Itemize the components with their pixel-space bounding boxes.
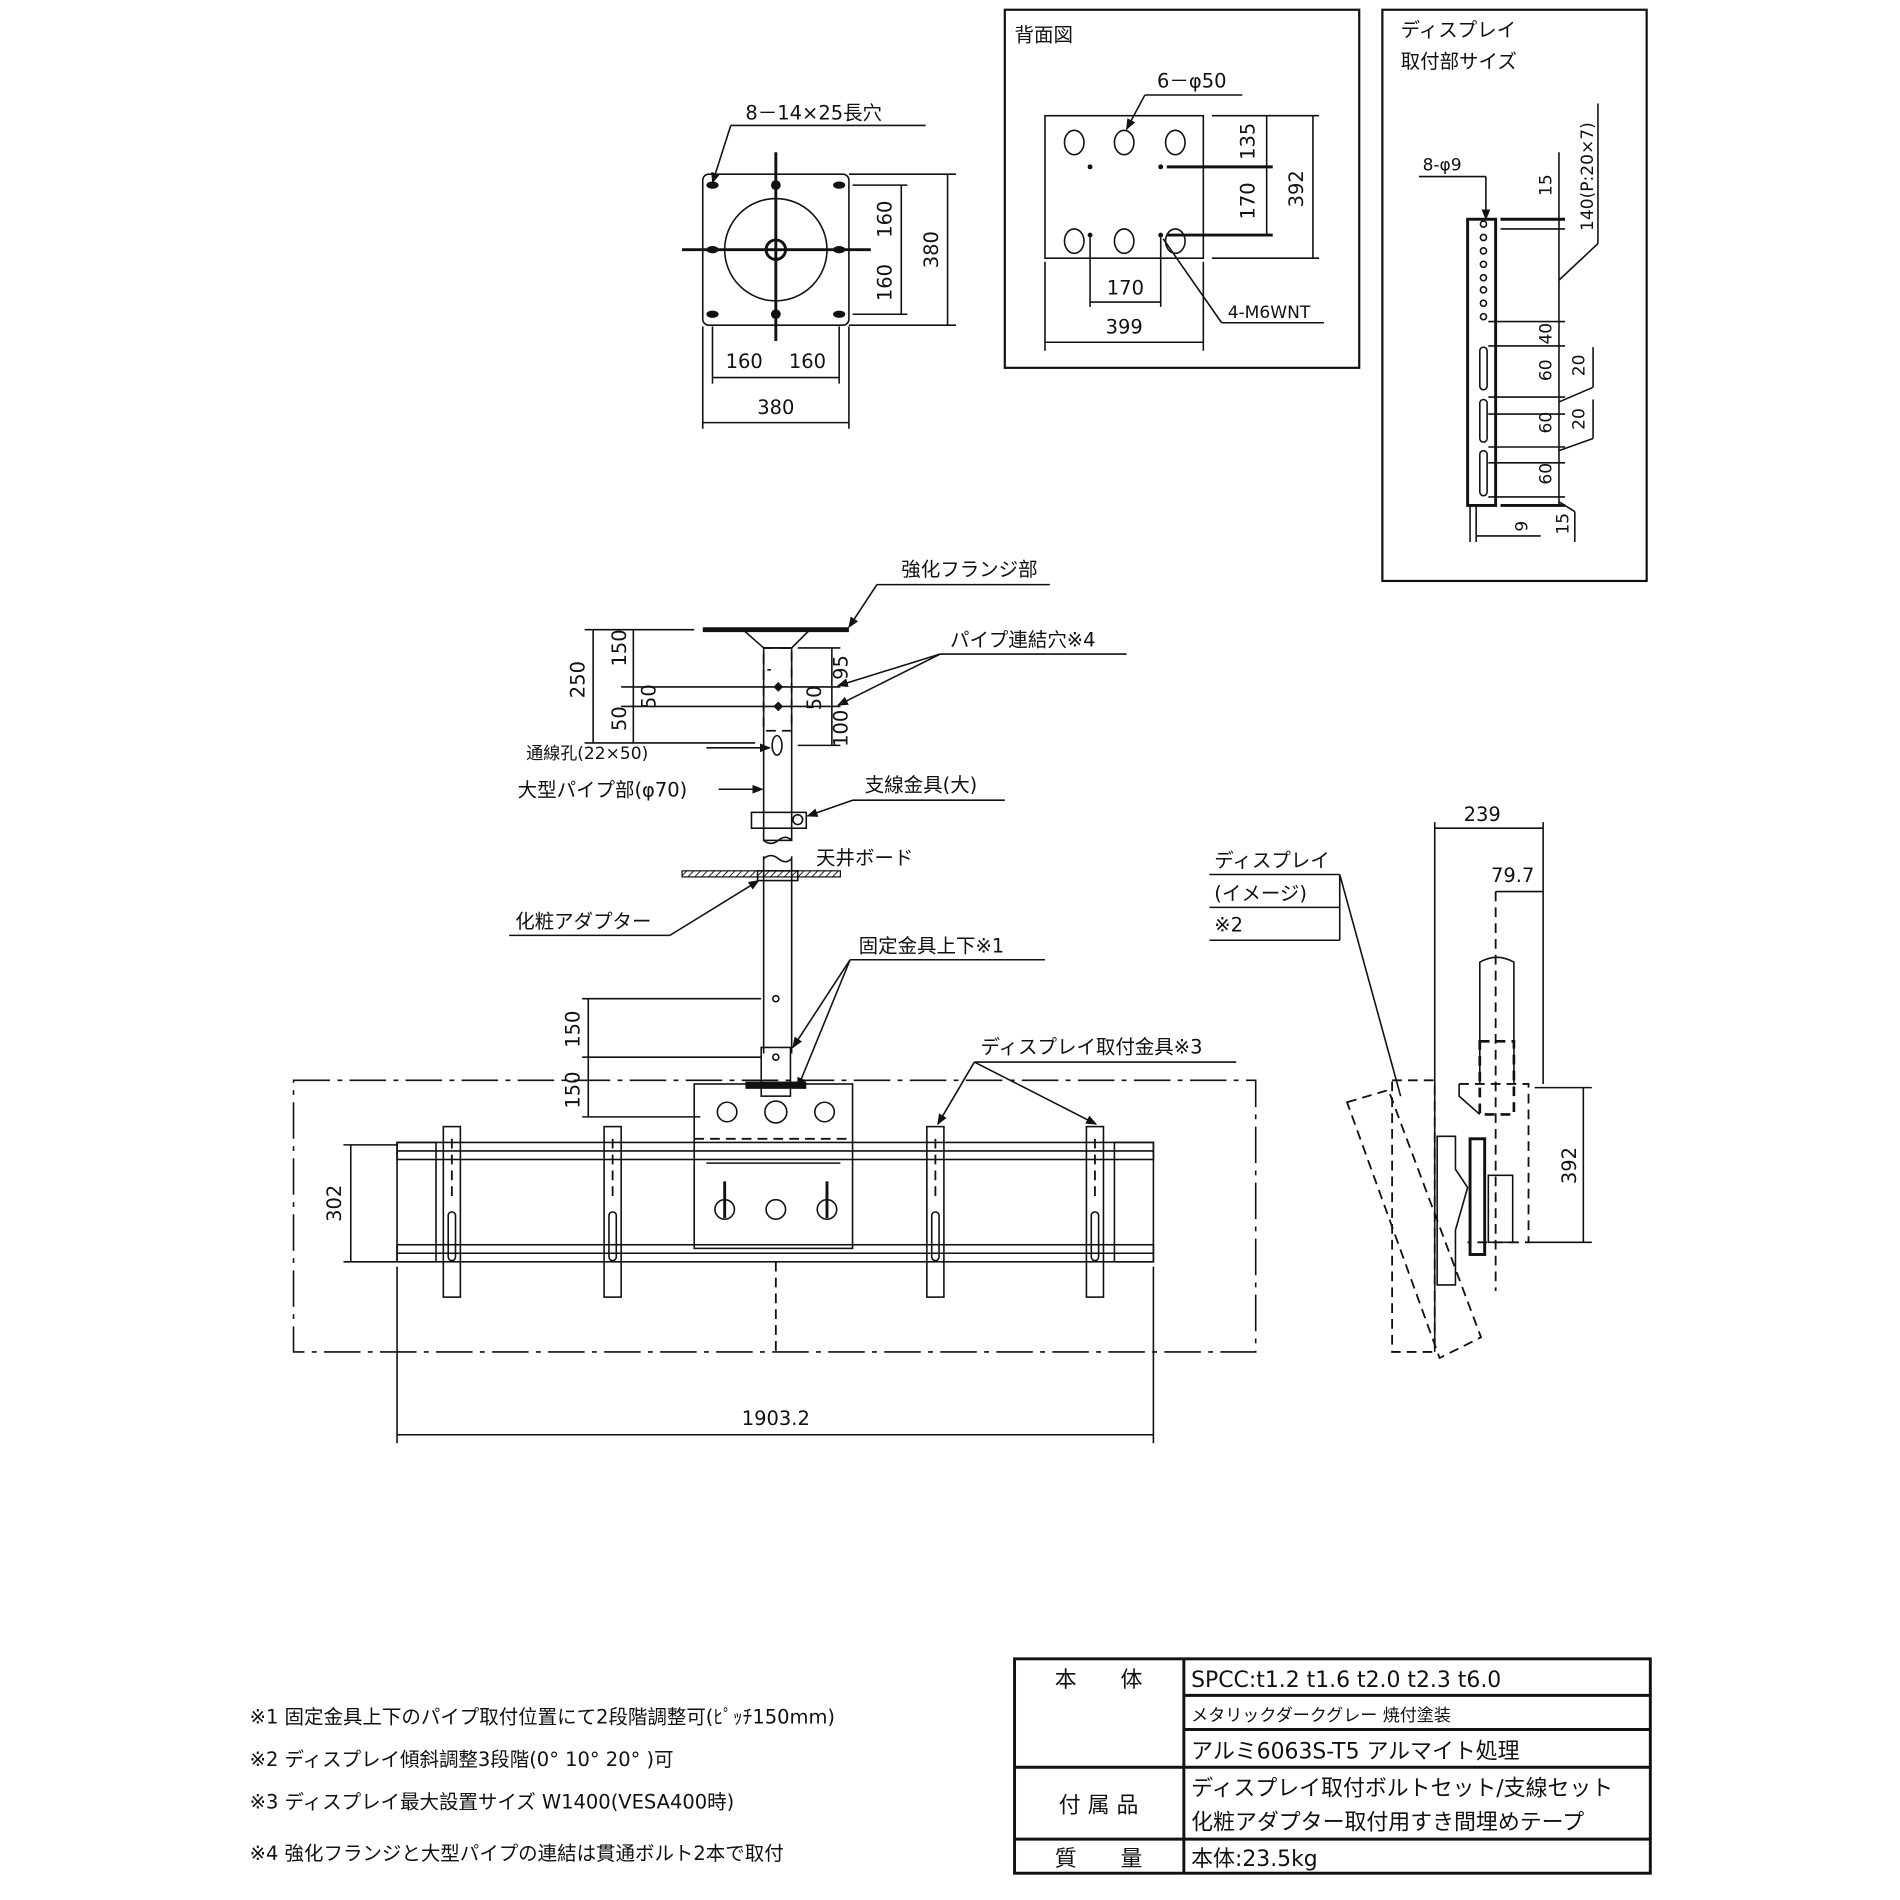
dim-100: 100 xyxy=(830,710,853,747)
dim-302: 302 xyxy=(323,1185,346,1222)
nut-label: 4-M6WNT xyxy=(1228,303,1311,323)
fixing-label: 固定金具上下※1 xyxy=(859,934,1005,957)
dim-160-lower: 160 xyxy=(874,264,897,301)
dim-9: 9 xyxy=(1512,521,1532,532)
guy-bracket xyxy=(750,811,808,829)
notes: ※1 固定金具上下のパイプ取付位置にて2段階調整可(ﾋﾟｯﾁ150mm) ※2 … xyxy=(250,1705,835,1864)
dim-392-side: 392 xyxy=(1558,1147,1581,1184)
dim-399: 399 xyxy=(1106,316,1143,339)
wire-hole-label: 通線孔(22×50) xyxy=(526,744,648,764)
dim-60-b: 60 xyxy=(1537,412,1557,434)
note-2: ※2 ディスプレイ傾斜調整3段階(0° 10° 20° )可 xyxy=(250,1748,674,1771)
dim-79-7: 79.7 xyxy=(1491,864,1534,887)
mount-hole-label: 8-φ9 xyxy=(1423,156,1462,176)
dim-50-b: 50 xyxy=(608,706,631,731)
dim-250: 250 xyxy=(567,661,590,698)
mount-frame xyxy=(396,1083,1155,1298)
flange-top-view: 8－14×25長穴 160 160 380 160 160 380 xyxy=(682,101,957,429)
slot-holes xyxy=(706,180,846,320)
dim-150-b: 150 xyxy=(562,1071,585,1108)
dim-150-top: 150 xyxy=(608,629,631,666)
body-row-3: アルミ6063S-T5 アルマイト処理 xyxy=(1191,1740,1520,1765)
dim-160-upper: 160 xyxy=(874,201,897,238)
body-row-2: メタリックダークグレー 焼付塗装 xyxy=(1191,1705,1451,1726)
dim-50-c: 50 xyxy=(803,685,826,710)
spec-table: 本 体 SPCC:t1.2 t1.6 t2.0 t2.3 t6.0 メタリックダ… xyxy=(1013,1657,1652,1875)
body-row-1: SPCC:t1.2 t1.6 t2.0 t2.3 t6.0 xyxy=(1191,1668,1501,1693)
dim-60-c: 60 xyxy=(1537,463,1557,485)
rear-view-title: 背面図 xyxy=(1015,23,1073,46)
guy-bracket-label: 支線金具(大) xyxy=(865,774,978,797)
dim-40: 40 xyxy=(1537,323,1557,345)
mount-size-title-2: 取付部サイズ xyxy=(1401,50,1517,73)
dim-95: 95 xyxy=(830,655,853,680)
front-view: 250 150 50 50 95 50 100 強化フランジ部 パイプ連結穴※4… xyxy=(292,558,1257,1444)
holes-label: 6－φ50 xyxy=(1157,70,1226,93)
rear-holes xyxy=(1063,129,1186,255)
dim-150-a: 150 xyxy=(562,1011,585,1048)
display-outline-side xyxy=(1391,1079,1436,1353)
dim-15-bottom: 15 xyxy=(1554,513,1574,535)
dim-15-top: 15 xyxy=(1537,174,1557,196)
note-3: ※3 ディスプレイ最大設置サイズ W1400(VESA400時) xyxy=(250,1791,734,1814)
dim-380-vertical: 380 xyxy=(920,231,943,268)
body-label: 本 体 xyxy=(1055,1668,1143,1693)
dim-170-vertical: 170 xyxy=(1236,182,1259,219)
display-outline xyxy=(292,1079,1257,1353)
dim-380-horizontal: 380 xyxy=(757,396,794,419)
dim-160-left: 160 xyxy=(726,350,763,373)
dim-20-a: 20 xyxy=(1570,355,1590,377)
accessories-row-1: ディスプレイ取付ボルトセット/支線セット xyxy=(1191,1776,1613,1801)
dim-160-right: 160 xyxy=(789,350,826,373)
display-image-label-3: ※2 xyxy=(1214,914,1243,937)
note-4: ※4 強化フランジと大型パイプの連結は貫通ボルト2本で取付 xyxy=(250,1842,784,1865)
display-image-label-2: (イメージ) xyxy=(1214,882,1307,905)
display-bracket-label: ディスプレイ取付金具※3 xyxy=(980,1036,1202,1059)
dim-50-a: 50 xyxy=(637,684,660,709)
dim-60-a: 60 xyxy=(1537,359,1557,381)
weight-label: 質 量 xyxy=(1055,1847,1143,1872)
dim-239: 239 xyxy=(1464,803,1501,826)
dim-pitch: 140(P:20×7) xyxy=(1578,122,1598,231)
dim-20-b: 20 xyxy=(1570,408,1590,430)
dim-170-horizontal: 170 xyxy=(1107,277,1144,300)
display-mount-size-panel: ディスプレイ 取付部サイズ 8-φ9 15 140(P:20×7) 40 60 … xyxy=(1381,8,1648,583)
side-view: 239 79.7 392 ディスプレイ (イメージ) ※2 xyxy=(1209,803,1592,1360)
accessories-row-2: 化粧アダプター取付用すき間埋めテープ xyxy=(1191,1810,1584,1835)
tilted-display xyxy=(1345,1088,1483,1360)
pipe-hole-label: パイプ連結穴※4 xyxy=(950,629,1096,652)
pipe-label: 大型パイプ部(φ70) xyxy=(518,779,688,802)
dim-1903-2: 1903.2 xyxy=(742,1407,810,1430)
ceiling-label: 天井ボード xyxy=(816,847,913,870)
flange-label: 強化フランジ部 xyxy=(901,558,1037,581)
mount-holes xyxy=(1479,220,1488,497)
mount-size-title-1: ディスプレイ xyxy=(1401,19,1516,42)
accessories-label: 付 属 品 xyxy=(1059,1793,1139,1818)
display-image-label-1: ディスプレイ xyxy=(1214,849,1329,872)
weight-value: 本体:23.5kg xyxy=(1191,1847,1318,1872)
dim-392: 392 xyxy=(1285,170,1308,207)
dim-135: 135 xyxy=(1236,123,1259,160)
adapter-label: 化粧アダプター xyxy=(515,910,651,933)
note-1: ※1 固定金具上下のパイプ取付位置にて2段階調整可(ﾋﾟｯﾁ150mm) xyxy=(250,1705,835,1728)
rear-view-panel: 背面図 6－φ50 135 170 392 170 399 4-M6WNT xyxy=(1003,8,1361,369)
ceiling-board xyxy=(681,870,841,878)
slot-label: 8－14×25長穴 xyxy=(745,101,882,124)
